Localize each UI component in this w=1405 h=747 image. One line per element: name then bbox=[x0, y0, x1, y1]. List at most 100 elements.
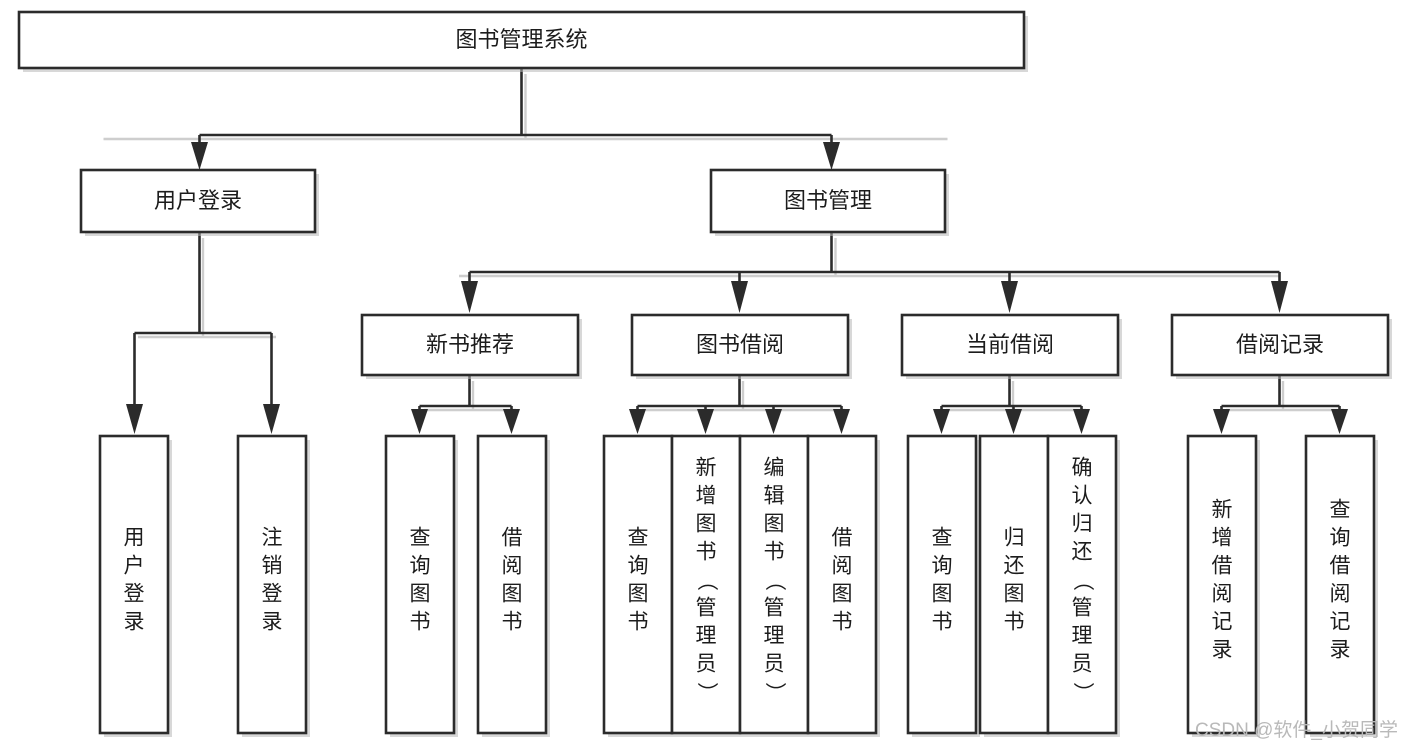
node-level2-3[interactable]: 借阅记录 bbox=[1170, 313, 1392, 379]
node-label-char: 书 bbox=[832, 611, 853, 634]
arrow-head-leaf-logout bbox=[263, 404, 280, 434]
arrow-head-current-borrow bbox=[1001, 281, 1018, 313]
node-label-char: ） bbox=[695, 682, 718, 703]
arrow-head-leaf-query-record bbox=[1331, 409, 1348, 434]
node-rect[interactable] bbox=[738, 434, 810, 735]
node-label-char: 户 bbox=[124, 555, 145, 578]
node-label-char: （ bbox=[1071, 570, 1094, 591]
node-label-char: 归 bbox=[1004, 527, 1025, 550]
watermark-label: CSDN @软件_小贺同学 bbox=[1195, 719, 1398, 741]
node-label: 当前借阅 bbox=[966, 332, 1054, 357]
arrow-head-new-book-rec bbox=[461, 281, 478, 313]
edge-newbook-to-leaves bbox=[411, 375, 520, 434]
node-rect[interactable] bbox=[79, 168, 317, 234]
node-label-char: 询 bbox=[410, 555, 431, 578]
node-label-char: 询 bbox=[628, 555, 649, 578]
node-rect[interactable] bbox=[1186, 434, 1258, 735]
node-label-char: 书 bbox=[764, 541, 785, 564]
node-label-char: 增 bbox=[696, 485, 717, 508]
node-level1-0[interactable]: 用户登录 bbox=[79, 168, 319, 236]
node-label-char: 询 bbox=[932, 555, 953, 578]
node-rect[interactable] bbox=[1046, 434, 1118, 735]
node-label-char: 图 bbox=[502, 583, 523, 606]
node-label-char: 员 bbox=[1072, 653, 1093, 676]
node-label-char: 借 bbox=[502, 527, 523, 550]
node-label: 图书借阅 bbox=[696, 332, 784, 357]
node-rect[interactable] bbox=[98, 434, 170, 735]
arrow-head-leaf-edit-book bbox=[765, 409, 782, 434]
node-label-char: 认 bbox=[1072, 485, 1093, 508]
node-label-char: 管 bbox=[696, 597, 717, 620]
arrow-head-leaf-query-book-1 bbox=[411, 409, 428, 434]
arrow-head-leaf-query-book-2 bbox=[629, 409, 646, 434]
arrow-head-leaf-confirm-return bbox=[1073, 409, 1090, 434]
node-level1-1[interactable]: 图书管理 bbox=[709, 168, 949, 236]
node-label-char: 销 bbox=[262, 555, 283, 578]
node-rect[interactable] bbox=[906, 434, 978, 735]
arrow-head-book-borrow bbox=[731, 281, 748, 313]
node-rect[interactable] bbox=[709, 168, 947, 234]
arrow-head-book-manage bbox=[823, 142, 840, 170]
node-label: 借阅记录 bbox=[1236, 332, 1324, 357]
edge-bookmanage-to-level2 bbox=[459, 232, 1288, 313]
node-label-char: 图 bbox=[696, 513, 717, 536]
node-label-char: 员 bbox=[764, 653, 785, 676]
node-label-char: 确 bbox=[1072, 457, 1093, 480]
node-label-char: （ bbox=[695, 570, 718, 591]
arrow-head-leaf-borrow-book-2 bbox=[833, 409, 850, 434]
node-label-char: 查 bbox=[1330, 499, 1351, 522]
node-rect[interactable] bbox=[360, 313, 580, 377]
node-level2-1[interactable]: 图书借阅 bbox=[630, 313, 852, 379]
node-label-char: 图 bbox=[628, 583, 649, 606]
node-rect[interactable] bbox=[1170, 313, 1390, 377]
node-rect[interactable] bbox=[476, 434, 548, 735]
node-label-char: 理 bbox=[696, 625, 717, 648]
node-label-char: 图 bbox=[832, 583, 853, 606]
edge-currentborrow-to-leaves bbox=[933, 375, 1090, 434]
node-rect[interactable] bbox=[900, 313, 1120, 377]
node-label-char: 图 bbox=[410, 583, 431, 606]
node-level2-0[interactable]: 新书推荐 bbox=[360, 313, 582, 379]
node-label-char: 书 bbox=[932, 611, 953, 634]
arrow-head-borrow-record bbox=[1271, 281, 1288, 313]
node-rect[interactable] bbox=[236, 434, 308, 735]
node-label-char: 编 bbox=[764, 457, 785, 480]
node-label-char: 理 bbox=[1072, 625, 1093, 648]
node-leaf-0[interactable]: 用户登录 bbox=[98, 434, 172, 737]
node-label-char: 理 bbox=[764, 625, 785, 648]
node-label-char: 借 bbox=[1330, 555, 1351, 578]
node-label-char: 员 bbox=[696, 653, 717, 676]
edge-userlogin-to-leaves bbox=[126, 232, 280, 434]
node-rect[interactable] bbox=[1304, 434, 1376, 735]
node-label-char: 阅 bbox=[1330, 583, 1351, 606]
node-root-book-management-system[interactable]: 图书管理系统 bbox=[17, 10, 1028, 72]
node-label-char: 阅 bbox=[502, 555, 523, 578]
node-rect[interactable] bbox=[670, 434, 742, 735]
node-label-char: ） bbox=[763, 682, 786, 703]
node-rect[interactable] bbox=[384, 434, 456, 735]
node-rect[interactable] bbox=[630, 313, 850, 377]
node-label-char: 用 bbox=[124, 527, 145, 550]
node-level2-2[interactable]: 当前借阅 bbox=[900, 313, 1122, 379]
node-rect[interactable] bbox=[978, 434, 1050, 735]
node-rect[interactable] bbox=[806, 434, 878, 735]
node-label-char: 管 bbox=[1072, 597, 1093, 620]
node-label-char: 书 bbox=[696, 541, 717, 564]
node-layer: 图书管理系统用户登录图书管理新书推荐图书借阅当前借阅借阅记录用户登录注销登录查询… bbox=[17, 10, 1392, 737]
node-label-char: 书 bbox=[628, 611, 649, 634]
node-rect[interactable] bbox=[602, 434, 674, 735]
node-rect[interactable] bbox=[17, 10, 1026, 70]
